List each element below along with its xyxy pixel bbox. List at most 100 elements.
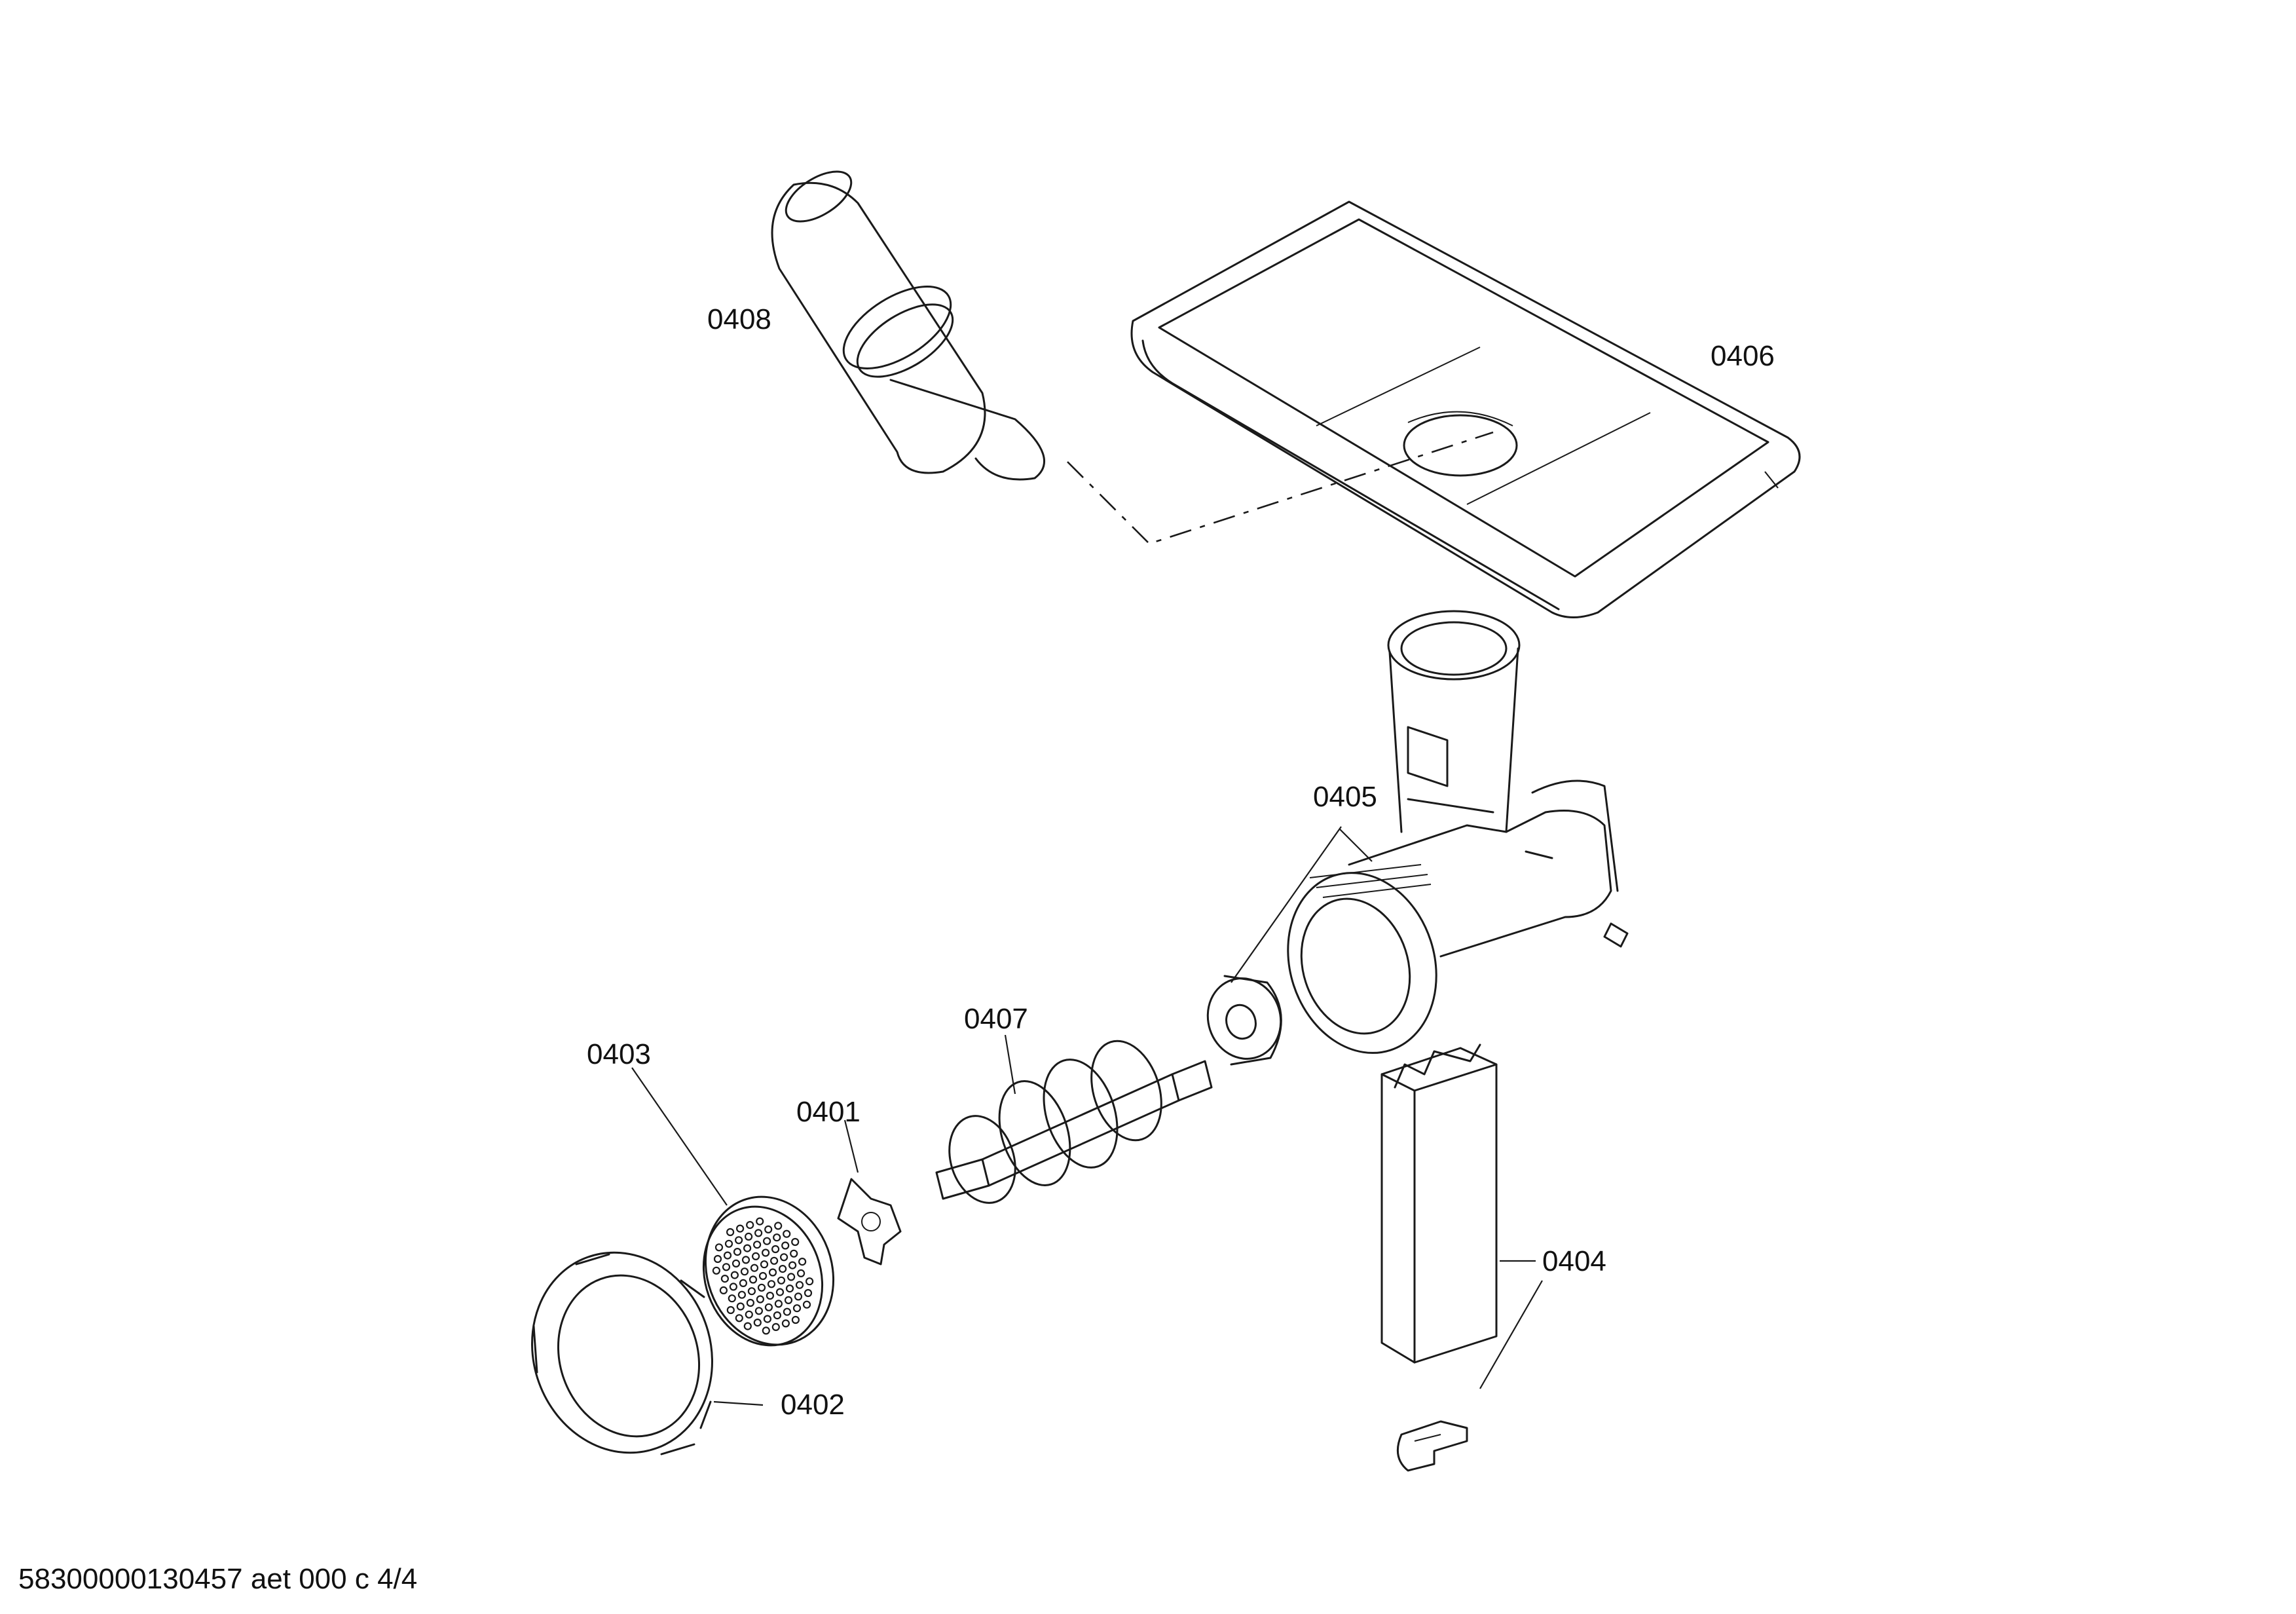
disc-hole bbox=[722, 1263, 731, 1271]
disc-hole bbox=[750, 1264, 759, 1272]
disc-hole bbox=[764, 1303, 773, 1311]
part-0408-pusher bbox=[771, 170, 1045, 481]
disc-hole bbox=[762, 1237, 771, 1245]
part-0402-ring-nut bbox=[531, 1251, 713, 1455]
disc-hole bbox=[783, 1307, 792, 1316]
disc-hole bbox=[763, 1315, 772, 1323]
disc-hole bbox=[779, 1253, 788, 1262]
disc-hole bbox=[729, 1283, 738, 1291]
label-0407: 0407 bbox=[964, 1003, 1028, 1035]
disc-hole bbox=[791, 1237, 800, 1247]
disc-hole bbox=[756, 1295, 765, 1304]
disc-hole bbox=[746, 1298, 755, 1307]
disc-hole bbox=[796, 1269, 805, 1278]
disc-hole bbox=[756, 1217, 764, 1226]
part-0404-pusher bbox=[1380, 1043, 1498, 1472]
disc-hole bbox=[726, 1305, 735, 1315]
disc-hole bbox=[741, 1256, 750, 1264]
disc-hole bbox=[788, 1261, 797, 1269]
disc-hole bbox=[744, 1232, 753, 1241]
disc-hole bbox=[773, 1233, 781, 1242]
disc-hole bbox=[777, 1276, 786, 1285]
disc-hole bbox=[728, 1294, 736, 1303]
disc-hole bbox=[773, 1311, 782, 1320]
disc-hole bbox=[767, 1280, 776, 1288]
leader-lines bbox=[631, 471, 1779, 1406]
part-0405-housing bbox=[1287, 610, 1629, 1054]
disc-hole bbox=[736, 1302, 745, 1311]
part-0403-disc bbox=[702, 1195, 835, 1347]
disc-hole bbox=[764, 1225, 773, 1234]
disc-hole bbox=[743, 1322, 752, 1330]
disc-hole bbox=[754, 1307, 764, 1315]
disc-hole bbox=[775, 1288, 785, 1296]
disc-hole bbox=[745, 1310, 753, 1319]
disc-hole bbox=[731, 1259, 741, 1268]
disc-hole bbox=[737, 1290, 747, 1299]
disc-hole bbox=[720, 1274, 730, 1283]
part-0401-knife bbox=[837, 1178, 902, 1266]
disc-hole bbox=[747, 1287, 756, 1296]
disc-hole bbox=[774, 1222, 783, 1230]
label-0401: 0401 bbox=[796, 1096, 861, 1128]
disc-hole bbox=[730, 1271, 739, 1279]
disc-hole bbox=[766, 1291, 775, 1300]
label-0402: 0402 bbox=[781, 1389, 845, 1421]
disc-hole bbox=[760, 1260, 769, 1269]
label-0404: 0404 bbox=[1542, 1245, 1606, 1277]
disc-hole bbox=[785, 1284, 794, 1293]
label-0405: 0405 bbox=[1313, 781, 1377, 813]
disc-hole bbox=[751, 1252, 760, 1261]
disc-hole bbox=[726, 1228, 735, 1237]
disc-hole bbox=[795, 1281, 804, 1289]
label-0403: 0403 bbox=[587, 1038, 651, 1070]
disc-hole bbox=[794, 1292, 803, 1301]
disc-hole bbox=[771, 1323, 780, 1332]
disc-hole bbox=[769, 1256, 779, 1265]
disc-hole bbox=[771, 1245, 780, 1254]
disc-hole bbox=[714, 1243, 724, 1252]
disc-hole bbox=[791, 1315, 800, 1324]
label-0408: 0408 bbox=[707, 303, 771, 335]
disc-hole bbox=[758, 1271, 768, 1281]
disc-hole bbox=[735, 1314, 743, 1323]
disc-hole bbox=[733, 1247, 742, 1256]
disc-hole bbox=[798, 1257, 807, 1266]
disc-hole bbox=[734, 1236, 743, 1245]
disc-hole bbox=[802, 1300, 811, 1309]
part-0405-ring bbox=[1206, 975, 1282, 1066]
disc-hole bbox=[735, 1224, 745, 1233]
part-0407-worm-screw bbox=[935, 1040, 1213, 1204]
disc-hole bbox=[752, 1241, 762, 1249]
disc-hole bbox=[762, 1326, 770, 1335]
disc-hole bbox=[790, 1249, 798, 1258]
disc-hole bbox=[743, 1244, 752, 1252]
document-footer: 58300000130457 aet 000 c 4/4 bbox=[18, 1563, 418, 1595]
disc-hole bbox=[783, 1229, 791, 1238]
disc-hole bbox=[787, 1273, 796, 1281]
disc-hole bbox=[740, 1267, 749, 1276]
disc-hole bbox=[712, 1266, 721, 1275]
disc-hole bbox=[774, 1300, 783, 1308]
disc-hole bbox=[723, 1251, 732, 1260]
disc-hole bbox=[724, 1239, 733, 1248]
disc-hole bbox=[739, 1279, 748, 1288]
part-0406-tray bbox=[1130, 200, 1801, 618]
disc-hole bbox=[757, 1283, 766, 1292]
disc-hole bbox=[761, 1248, 770, 1257]
disc-hole bbox=[754, 1229, 763, 1237]
disc-hole bbox=[719, 1286, 728, 1295]
label-0406: 0406 bbox=[1711, 340, 1775, 372]
disc-hole bbox=[768, 1268, 777, 1277]
disc-hole bbox=[781, 1319, 790, 1328]
disc-hole bbox=[778, 1264, 787, 1273]
alignment-line bbox=[1067, 431, 1494, 545]
disc-hole bbox=[804, 1288, 813, 1298]
disc-hole bbox=[753, 1318, 762, 1327]
disc-hole bbox=[792, 1304, 802, 1313]
disc-hole bbox=[746, 1220, 754, 1229]
disc-hole bbox=[749, 1275, 758, 1284]
disc-hole bbox=[713, 1254, 722, 1264]
disc-hole bbox=[805, 1277, 814, 1286]
